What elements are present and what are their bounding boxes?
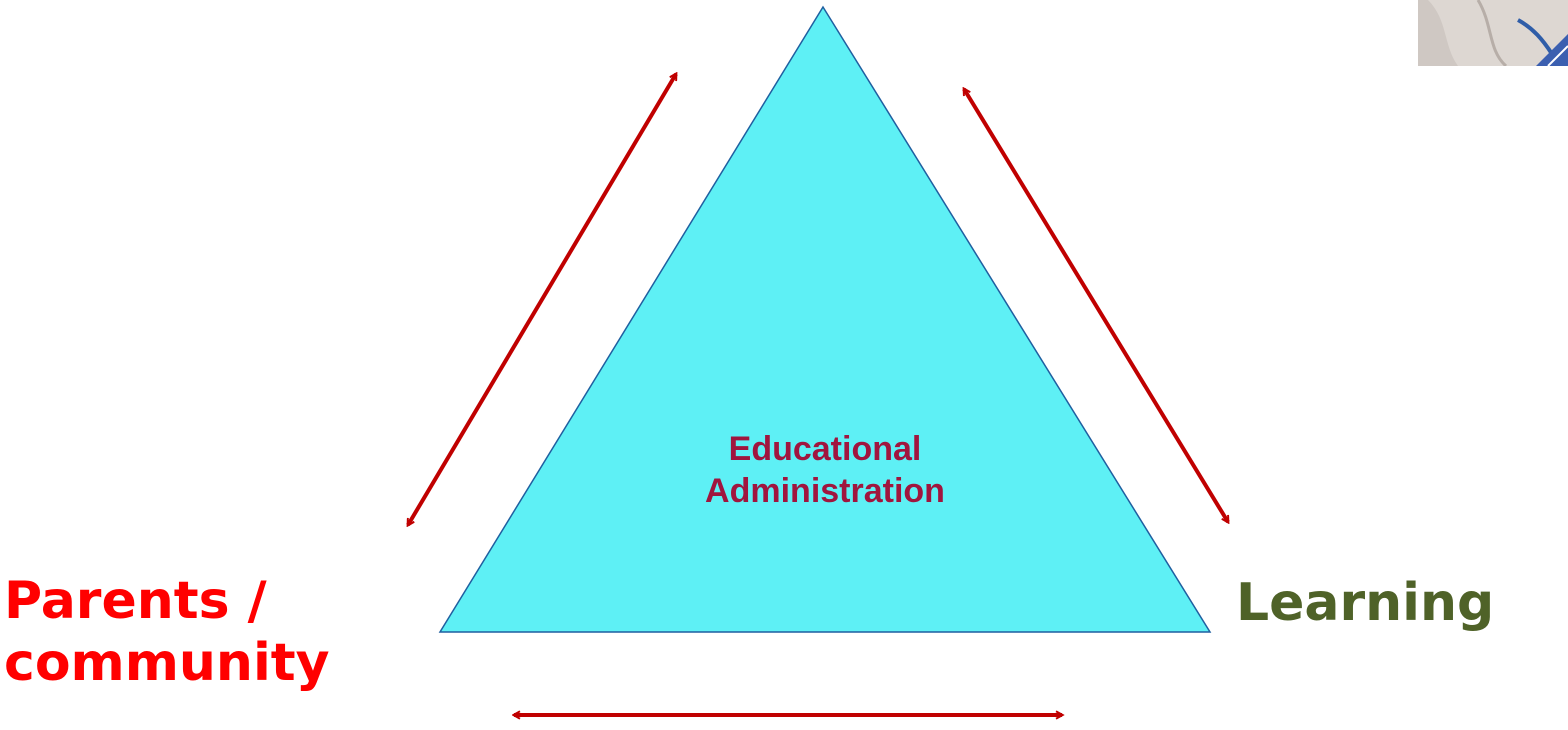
left-label-line2: community xyxy=(4,633,330,693)
educational-administration-label: Educational Administration xyxy=(620,428,1030,512)
right-double-arrow xyxy=(962,89,1230,522)
administration-triangle xyxy=(438,5,1212,633)
center-label-line1: Educational xyxy=(728,430,922,468)
parents-community-label: Parents / community xyxy=(4,570,330,694)
center-label-line2: Administration xyxy=(705,472,945,510)
left-label-line1: Parents / xyxy=(4,571,267,631)
corner-photo-fragment xyxy=(1418,0,1568,66)
learning-label: Learning xyxy=(1236,573,1495,633)
left-double-arrow xyxy=(406,74,678,525)
